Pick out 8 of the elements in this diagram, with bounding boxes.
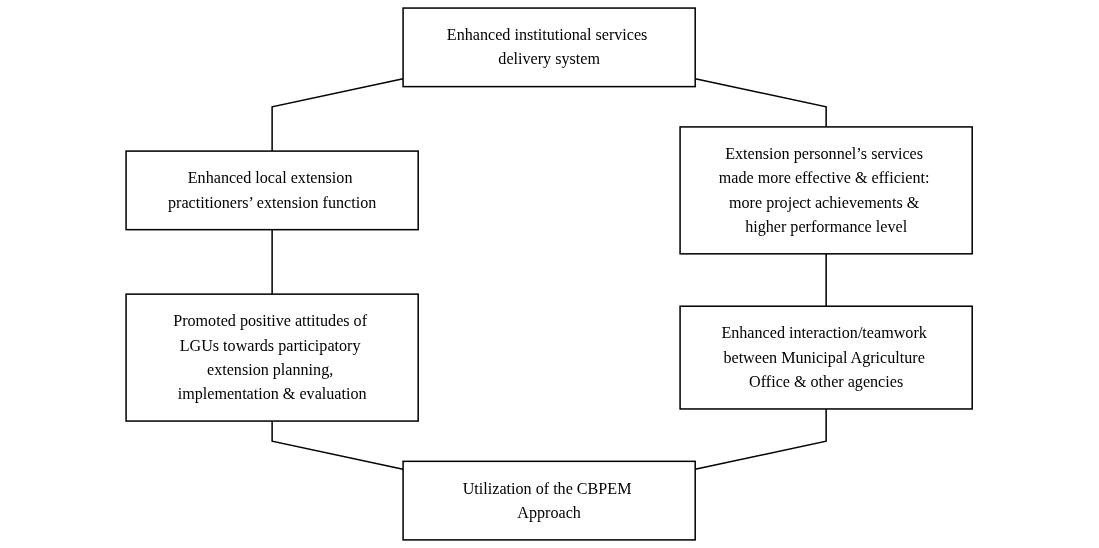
connector xyxy=(271,228,274,295)
node-box: Enhanced institutional services delivery system xyxy=(402,7,697,88)
node-box: Enhanced interaction/teamwork between Municipal Agriculture Office & other agencies xyxy=(679,305,974,410)
node-box: Promoted positive attitudes of LGUs towards participatory extension planning, implementation & evaluation xyxy=(125,293,420,422)
node-box: Enhanced local extension practitioners’ extension function xyxy=(125,150,420,231)
node-box: Utilization of the CBPEM Approach xyxy=(402,460,697,541)
connector xyxy=(825,253,828,307)
node-box: Extension personnel’s services made more effective & efficient: more project achievements & higher performance level xyxy=(679,126,974,255)
